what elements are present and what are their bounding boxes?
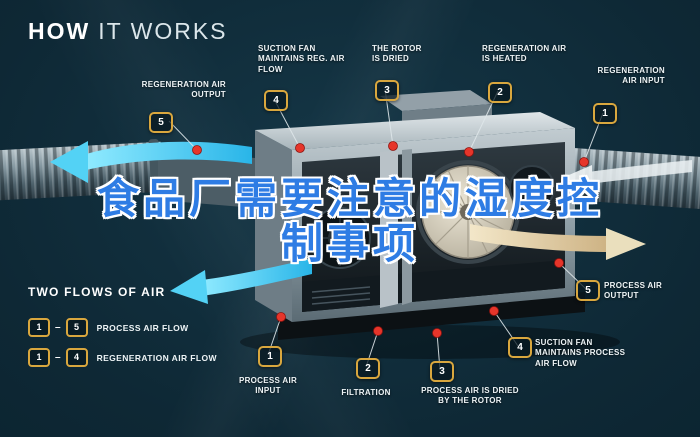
airflow-arrow-cyan-left bbox=[50, 141, 252, 183]
machine-body bbox=[255, 90, 585, 340]
airflow-arrow-white-right bbox=[562, 160, 692, 191]
callout-process-air-output-label: PROCESS AIR OUTPUT bbox=[604, 281, 663, 301]
airflow-arrow-cyan-bottom bbox=[170, 258, 312, 304]
callout-suction-fan-reg-label: SUCTION FAN MAINTAINS REG. AIR FLOW bbox=[258, 44, 345, 74]
callout-badge-2-process: 2 bbox=[356, 358, 380, 379]
callout-filtration-label: FILTRATION bbox=[341, 388, 391, 397]
callout-badge-3-regeneration: 3 bbox=[375, 80, 399, 101]
legend-label-regeneration: REGENERATION AIR FLOW bbox=[96, 352, 217, 363]
callout-badge-5-regeneration: 5 bbox=[149, 112, 173, 133]
legend-dash-process: – bbox=[55, 322, 61, 333]
title-it-works: IT WORKS bbox=[98, 18, 228, 44]
legend-badge-to-process: 5 bbox=[65, 318, 88, 337]
callout-badge-5-process: 5 bbox=[576, 280, 600, 301]
legend-row-process: 1 – 5 PROCESS AIR FLOW bbox=[28, 318, 189, 337]
airflow-arrow-beige-right bbox=[470, 224, 646, 260]
callout-badge-1-process: 1 bbox=[258, 346, 282, 367]
legend-row-regeneration: 1 – 4 REGENERATION AIR FLOW bbox=[28, 348, 217, 367]
callout-badge-4-process: 4 bbox=[508, 337, 532, 358]
callout-regeneration-air-heated-label: REGENERATION AIR IS HEATED bbox=[482, 44, 567, 64]
callout-process-air-dried-label: PROCESS AIR IS DRIED BY THE ROTOR bbox=[421, 386, 519, 406]
callout-badge-3-process: 3 bbox=[430, 361, 454, 382]
chinese-overlay-line1: 食品厂需要注意的湿度控 bbox=[96, 175, 603, 222]
callout-rotor-dried-label: THE ROTOR IS DRIED bbox=[372, 44, 422, 64]
callout-badge-1-regeneration: 1 bbox=[593, 103, 617, 124]
chinese-overlay-title: 食品厂需要注意的湿度控 制事项 bbox=[0, 176, 700, 266]
chinese-overlay-line2: 制事项 bbox=[280, 220, 419, 267]
legend-badge-from-process: 1 bbox=[28, 318, 50, 337]
callout-badge-2-regeneration: 2 bbox=[488, 82, 512, 103]
callout-regeneration-air-output-label: REGENERATION AIR OUTPUT bbox=[141, 80, 226, 100]
legend-label-process: PROCESS AIR FLOW bbox=[96, 322, 189, 333]
callout-badge-4-regeneration: 4 bbox=[264, 90, 288, 111]
callout-suction-fan-process-label: SUCTION FAN MAINTAINS PROCESS AIR FLOW bbox=[535, 338, 626, 368]
title-how: HOW bbox=[28, 18, 91, 44]
callout-regeneration-air-input-label: REGENERATION AIR INPUT bbox=[597, 66, 665, 86]
legend-badge-from-regeneration: 1 bbox=[28, 348, 50, 367]
process-fan bbox=[309, 207, 371, 269]
page-title: HOW IT WORKS bbox=[28, 18, 228, 45]
callout-process-air-input-label: PROCESS AIR INPUT bbox=[238, 376, 298, 396]
legend-heading: TWO FLOWS OF AIR bbox=[28, 285, 166, 299]
legend-badge-to-regeneration: 4 bbox=[65, 348, 88, 367]
legend-dash-regeneration: – bbox=[55, 352, 61, 363]
